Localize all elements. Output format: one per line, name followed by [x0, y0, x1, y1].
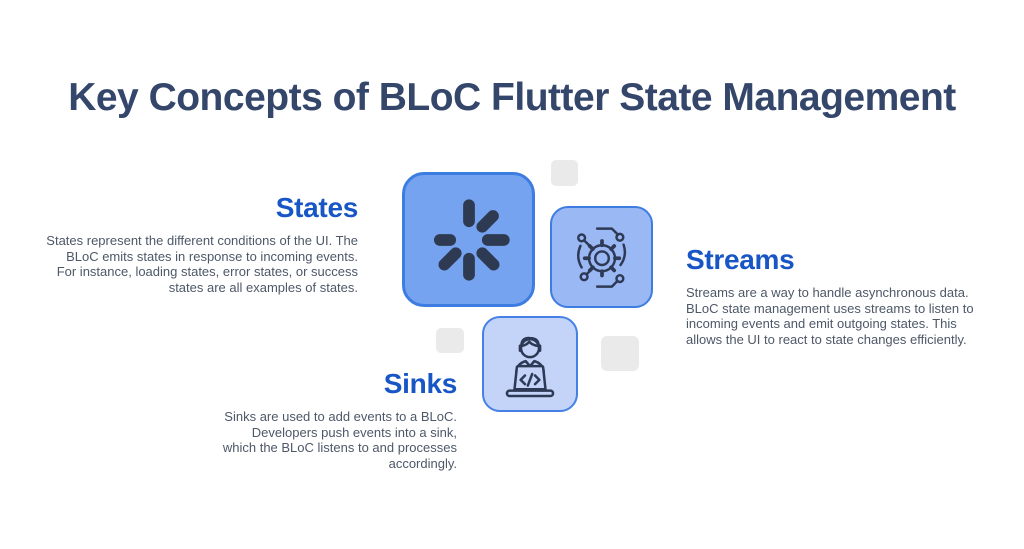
decor-square — [436, 328, 464, 353]
sinks-tile — [482, 316, 578, 412]
developer-laptop-icon — [494, 328, 566, 400]
sinks-description: Sinks are used to add events to a BLoC. … — [222, 409, 457, 471]
section-states: States States represent the different co… — [46, 192, 358, 295]
section-sinks: Sinks Sinks are used to add events to a … — [217, 368, 457, 471]
streams-tile — [550, 206, 653, 308]
loading-spinner-icon — [422, 193, 516, 287]
states-tile — [402, 172, 535, 307]
page-title: Key Concepts of BLoC Flutter State Manag… — [68, 76, 956, 120]
states-heading: States — [275, 192, 359, 223]
section-streams: Streams Streams are a way to handle asyn… — [686, 244, 986, 347]
decor-square — [551, 160, 578, 186]
streams-description: Streams are a way to handle asynchronous… — [686, 285, 974, 347]
decor-square — [601, 336, 639, 371]
states-description: States represent the different condition… — [46, 233, 358, 295]
streams-heading: Streams — [686, 244, 795, 275]
gear-network-icon — [565, 220, 639, 294]
sinks-heading: Sinks — [383, 368, 458, 399]
